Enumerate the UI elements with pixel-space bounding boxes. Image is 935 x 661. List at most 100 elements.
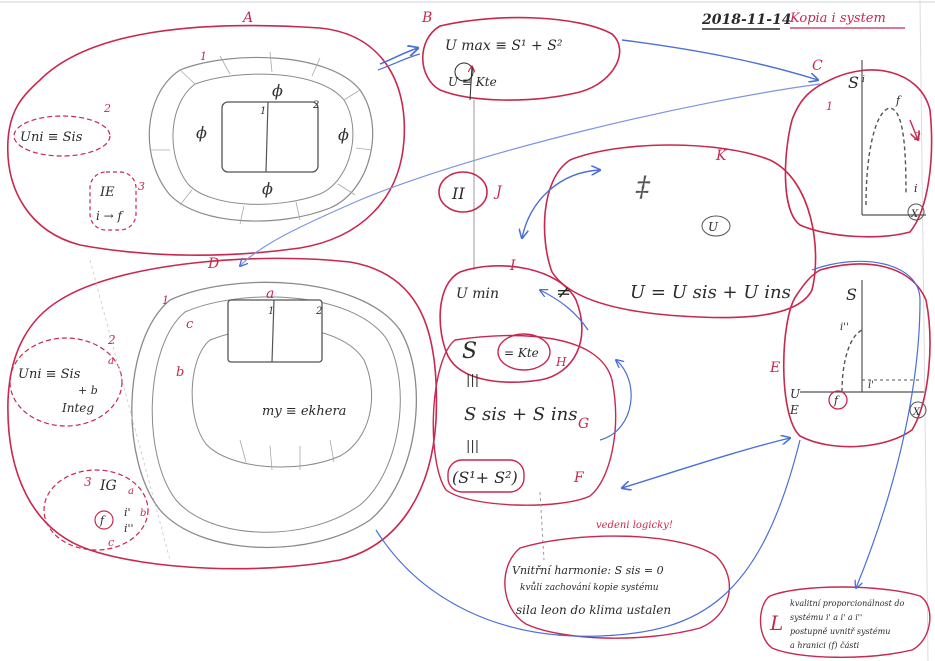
region-e-label-x: X <box>912 407 921 418</box>
connector-arrows <box>240 39 921 637</box>
region-d-ig-a: a <box>128 486 134 497</box>
region-e-label-e: E <box>789 403 799 417</box>
region-l-line1: kvalitní proporcionálnost do <box>790 599 905 608</box>
chain-i-letter: I <box>509 258 516 274</box>
arrow-c-to-d <box>240 83 821 266</box>
region-d-f-circle <box>94 510 114 530</box>
region-d-i-prime: i' <box>124 506 131 519</box>
region-l-line4: a hranici (f) části <box>790 641 860 650</box>
region-e-letter: E <box>769 360 780 376</box>
region-a-outer-ring <box>148 56 374 222</box>
chain-f-letter: F <box>573 470 585 486</box>
region-d-cell-1: 1 <box>268 306 274 317</box>
header-date: 2018-11-14 <box>701 12 792 28</box>
region-a-box <box>221 101 319 173</box>
region-e-x-circle <box>909 401 927 419</box>
region-a-phi-right: ϕ <box>338 125 349 144</box>
region-a-cell-1: 1 <box>260 106 266 117</box>
chain-f-box <box>447 459 525 493</box>
chain-h-letter: H <box>555 355 567 369</box>
region-d-i-dprime: i'' <box>124 522 134 535</box>
chain-j-symbol: II <box>451 184 465 203</box>
chain-f-formula: (S¹+ S²) <box>452 468 518 487</box>
region-c-marker-1: 1 <box>826 100 833 113</box>
region-d-ig-bubble <box>43 469 149 551</box>
chain-equiv-2: ||| <box>466 439 479 454</box>
region-d: D a c b 1 2 1 my ≡ ekhera Uni ≡ Sis a + … <box>7 256 438 570</box>
region-c-label-x: X <box>910 209 919 220</box>
region-d-outline <box>7 257 438 570</box>
region-d-uni-bubble <box>9 337 123 427</box>
region-b-letter: B <box>421 10 432 26</box>
region-a-phi-left: ϕ <box>196 123 207 142</box>
region-a-letter: A <box>241 10 253 26</box>
region-e-curve <box>841 329 863 393</box>
region-c-label-f: f <box>895 94 902 107</box>
region-d-sub-a: a <box>266 286 274 302</box>
region-k-symbol: ‡ <box>635 170 651 203</box>
region-a: A 1 2 ϕ ϕ ϕ ϕ 1 2 3 Uni ≡ Sis IE i → f <box>7 10 406 256</box>
region-d-box-divider <box>271 299 275 363</box>
region-d-c-label: c <box>108 536 114 549</box>
chain-h-const: = Kte <box>504 346 539 360</box>
region-e-label-u: U <box>790 387 801 401</box>
region-d-i-b: b <box>140 508 146 519</box>
region-e-label-i2: i'' <box>840 322 849 333</box>
arrow-a-to-b-second <box>377 53 421 71</box>
arrow-d-bottom-loop <box>375 439 801 637</box>
region-a-cell-2: 2 <box>312 100 319 111</box>
chain-j-letter: J <box>493 184 503 200</box>
bottom-notes: vedeni logicky! Vnitřní harmonie: S sis … <box>504 520 731 639</box>
region-d-inner-ring <box>151 296 401 533</box>
region-a-marker-1: 1 <box>200 50 207 63</box>
region-k-neq: ≠ <box>556 282 571 303</box>
region-b-formula: U max ≡ S¹ + S² <box>445 38 563 54</box>
chain-down-line <box>539 491 545 561</box>
region-c-x-circle <box>907 203 925 221</box>
region-a-uni-text: Uni ≡ Sis <box>20 130 83 145</box>
arrow-e-to-l <box>811 260 921 588</box>
region-d-my-text: my ≡ ekhera <box>262 404 346 419</box>
red-note: vedeni logicky! <box>596 520 673 531</box>
region-d-uni-text: Uni ≡ Sis <box>18 367 81 382</box>
right-edge-line <box>919 0 929 661</box>
region-d-integ: Integ <box>61 401 94 415</box>
region-e-f-circle <box>828 390 848 410</box>
region-b: B U max ≡ S¹ + S² U ≡ Kte <box>421 10 621 101</box>
region-l-letter: L <box>769 611 783 635</box>
region-e-label-f: f <box>833 394 840 407</box>
arrow-c-marker <box>909 119 918 140</box>
region-d-letter: D <box>207 256 219 272</box>
region-d-box <box>227 299 323 363</box>
region-d-ig-text: IG <box>99 478 117 494</box>
region-a-marker-2: 2 <box>103 102 111 115</box>
bottom-bubble-outline <box>504 535 731 639</box>
region-k-small-circle <box>701 215 731 237</box>
chain-g-letter: G <box>578 416 589 432</box>
region-b-formula2: U ≡ Kte <box>448 75 497 89</box>
region-a-phi-bottom: ϕ <box>262 179 273 198</box>
region-a-ie-line2: i → f <box>96 209 125 223</box>
chain-i-formula: U min <box>456 286 499 302</box>
region-k-outline <box>543 144 817 319</box>
region-a-phi-top: ϕ <box>272 81 283 100</box>
region-d-sub-c: c <box>186 317 194 332</box>
region-d-marker-2: 2 <box>107 333 116 347</box>
chain-h-circle <box>497 333 551 371</box>
chain-g-formula: S sis + S ins <box>464 404 577 425</box>
region-c-curve <box>865 107 907 206</box>
bubble-line2: kvůli zachování kopie systému <box>520 581 659 593</box>
region-a-box-divider <box>265 101 269 173</box>
chain-h-formula: S <box>462 339 477 364</box>
arrow-h-loop <box>599 360 632 441</box>
region-e-label-i1: i' <box>868 380 874 391</box>
bubble-line3: sila leon do klima ustalen <box>516 603 671 617</box>
region-d-uni-a: a <box>108 356 114 367</box>
region-d-f-label: f <box>99 514 106 527</box>
region-c-outline <box>784 69 933 238</box>
region-d-hatching <box>239 439 335 471</box>
region-d-marker-1: 1 <box>162 294 169 307</box>
chain-block: II J I U min S = Kte H ||| S sis + S ins… <box>432 100 617 561</box>
